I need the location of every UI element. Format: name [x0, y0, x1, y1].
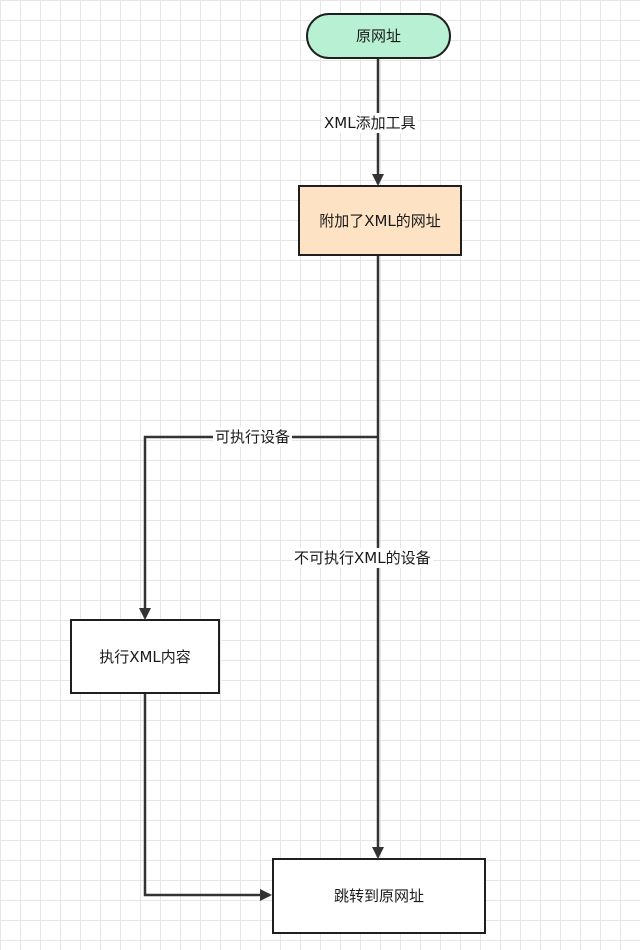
edge-label-not-capable: 不可执行XML的设备	[292, 548, 433, 568]
node-start-label: 原网址	[355, 27, 401, 45]
node-redirect[interactable]: 跳转到原网址	[272, 858, 486, 934]
edge-label-capable: 可执行设备	[213, 427, 293, 447]
node-exec-xml-label: 执行XML内容	[99, 647, 191, 666]
node-redirect-label: 跳转到原网址	[333, 887, 424, 905]
node-start[interactable]: 原网址	[306, 13, 451, 59]
node-exec-xml[interactable]: 执行XML内容	[70, 619, 220, 694]
node-xml-url[interactable]: 附加了XML的网址	[298, 185, 462, 256]
edge-label-add-tool: XML添加工具	[322, 113, 418, 133]
node-xml-url-label: 附加了XML的网址	[319, 211, 441, 230]
edge-xml-to-exec	[139, 435, 378, 620]
edge-exec-to-redirect	[143, 693, 272, 901]
